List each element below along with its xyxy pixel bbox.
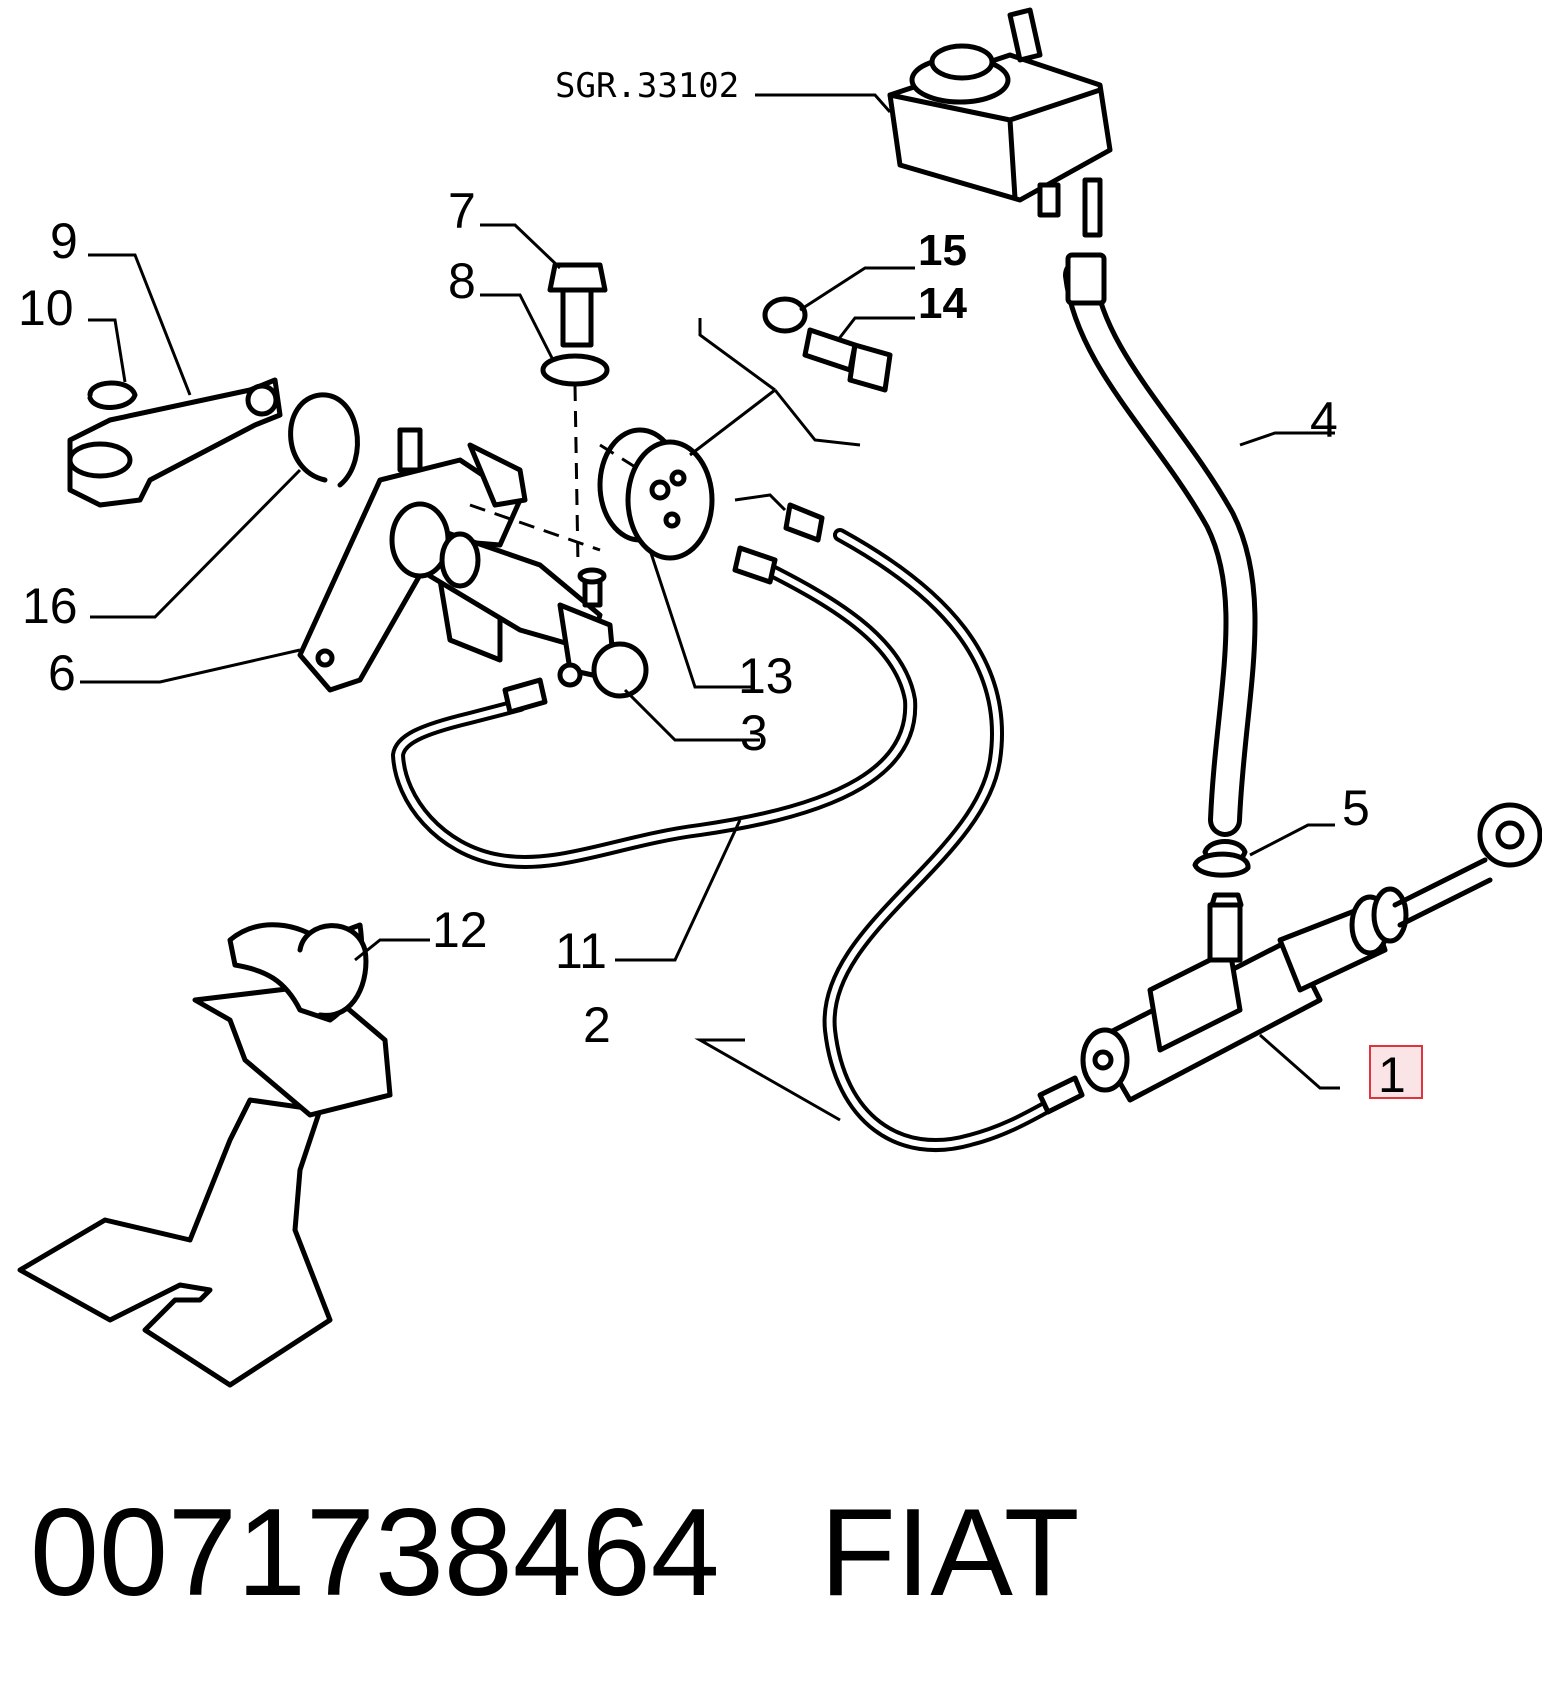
- washer: [540, 353, 610, 387]
- callout-10: 10: [18, 280, 74, 336]
- callout-9: 9: [50, 213, 78, 269]
- part-number: 0071738464: [30, 1484, 720, 1622]
- hose-clamp: [1192, 851, 1251, 878]
- callout-3: 3: [740, 705, 768, 761]
- callout-11: 11: [555, 923, 607, 979]
- hydraulic-pipe: [783, 502, 1085, 1152]
- master-cylinder: [1080, 802, 1542, 1103]
- highlight-box: [1369, 1045, 1423, 1099]
- callout-7: 7: [448, 183, 476, 239]
- hydraulic-pipe-loop: [391, 545, 918, 870]
- reservoir-hose: [1063, 252, 1258, 867]
- release-lever: [67, 377, 283, 508]
- callout-1: 1: [1378, 1047, 1406, 1103]
- spacer-plate: [597, 427, 715, 561]
- brand-name: FIAT: [820, 1484, 1079, 1622]
- callout-13: 13: [738, 648, 794, 704]
- bolt-small: [802, 327, 893, 393]
- washer-small: [762, 296, 808, 334]
- retaining-ring: [288, 392, 360, 488]
- callout-16: 16: [22, 578, 78, 634]
- slave-cylinder-assembly: [297, 427, 649, 699]
- pipe-support: [17, 922, 393, 1388]
- fluid-reservoir: [887, 7, 1113, 238]
- callout-5: 5: [1342, 780, 1370, 836]
- callout-2: 2: [583, 997, 611, 1053]
- bolt: [547, 262, 608, 348]
- callout-4: 4: [1310, 392, 1338, 448]
- callout-8: 8: [448, 253, 476, 309]
- reference-label: SGR.33102: [555, 66, 739, 106]
- callout-6: 6: [48, 645, 76, 701]
- circlip: [87, 380, 138, 410]
- callout-15: 15: [918, 226, 967, 275]
- callout-12: 12: [432, 902, 488, 958]
- callout-14: 14: [918, 279, 967, 328]
